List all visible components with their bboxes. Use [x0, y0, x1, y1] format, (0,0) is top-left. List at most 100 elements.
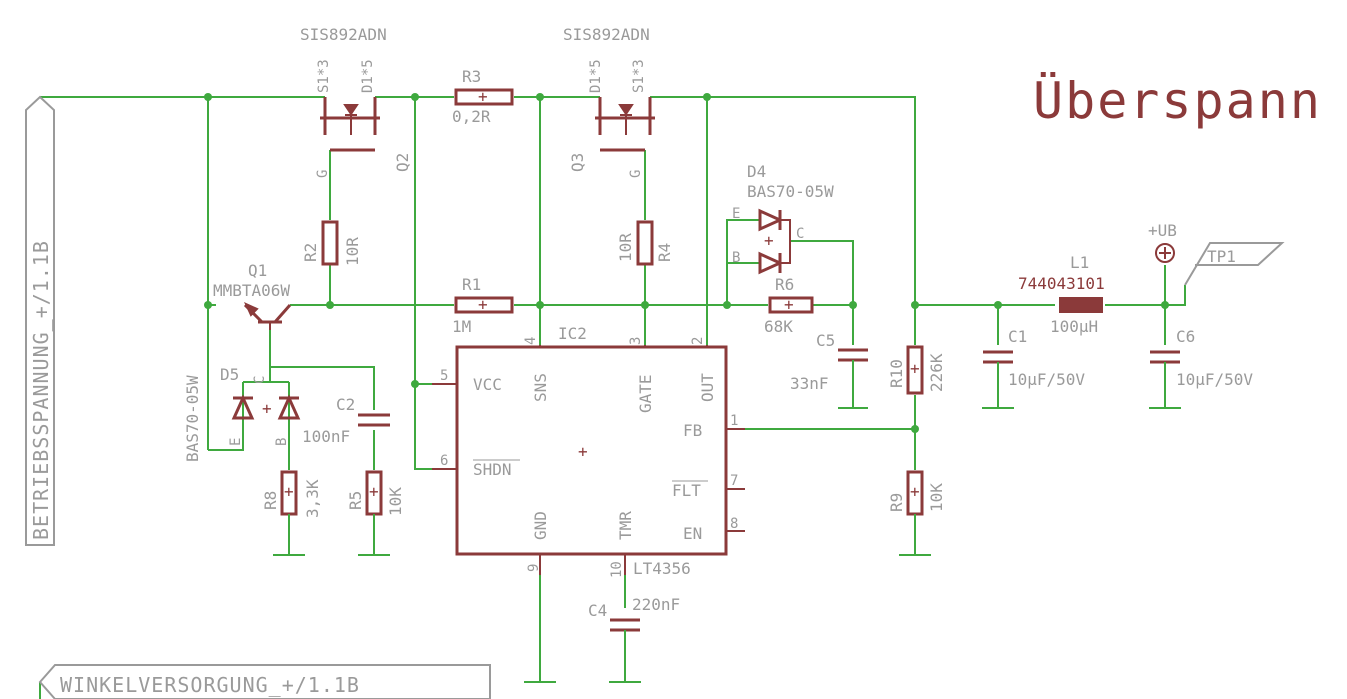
ic-lt4356: + IC2 LT4356 VCC SHDN SNS GATE OUT FB FL… [432, 324, 745, 578]
svg-text:10R: 10R [616, 233, 635, 262]
junctions [204, 93, 1169, 433]
svg-text:10µF/50V: 10µF/50V [1008, 370, 1085, 389]
resistor-r6: + R6 68K [764, 275, 814, 336]
svg-text:100µH: 100µH [1050, 317, 1098, 336]
svg-text:1M: 1M [452, 317, 471, 336]
svg-text:G: G [315, 170, 331, 178]
svg-text:TP1: TP1 [1207, 247, 1236, 266]
transistor-q1: Q1 MMBTA06W [213, 261, 292, 330]
inductor-l1: L1 744043101 100µH [1018, 253, 1105, 336]
svg-text:MMBTA06W: MMBTA06W [213, 281, 290, 300]
svg-text:68K: 68K [764, 317, 793, 336]
svg-text:B: B [732, 250, 740, 266]
svg-text:Q2: Q2 [393, 153, 412, 172]
svg-text:+: + [262, 399, 272, 418]
svg-text:TMR: TMR [616, 511, 635, 540]
wires [39, 96, 1186, 699]
svg-text:BETRIEBSSPANNUNG_+/1.1B: BETRIEBSSPANNUNG_+/1.1B [29, 240, 53, 540]
svg-text:C6: C6 [1176, 327, 1195, 346]
svg-text:E: E [228, 438, 244, 446]
svg-text:SNS: SNS [531, 373, 550, 402]
svg-text:5: 5 [440, 368, 448, 384]
capacitor-c5: C5 33nF [790, 331, 868, 409]
svg-text:D1*5: D1*5 [588, 59, 604, 93]
svg-text:3: 3 [628, 337, 644, 345]
svg-text:R6: R6 [775, 275, 794, 294]
svg-text:LT4356: LT4356 [633, 559, 691, 578]
svg-text:C1: C1 [1008, 327, 1027, 346]
svg-text:R1: R1 [462, 275, 481, 294]
capacitor-c1: C1 10µF/50V [982, 327, 1085, 409]
svg-text:IC2: IC2 [558, 324, 587, 343]
svg-text:10R: 10R [343, 237, 362, 266]
test-point-tp1: TP1 [1184, 242, 1285, 286]
svg-text:D1*5: D1*5 [360, 59, 376, 93]
svg-text:Q3: Q3 [568, 153, 587, 172]
svg-text:D4: D4 [747, 162, 766, 181]
resistor-r8: + R8 3,3K [261, 470, 322, 556]
svg-text:744043101: 744043101 [1018, 274, 1105, 293]
svg-text:3,3K: 3,3K [303, 479, 322, 518]
svg-text:+: + [369, 482, 379, 501]
page-title: Überspann [1033, 72, 1322, 130]
svg-text:E: E [732, 206, 740, 222]
svg-text:10K: 10K [386, 487, 405, 516]
supply-net-label: BETRIEBSSPANNUNG_+/1.1B [25, 95, 55, 546]
resistor-r2: R2 10R [301, 220, 362, 266]
supply-symbol-ub: +UB [1148, 221, 1177, 263]
svg-text:+: + [478, 87, 488, 106]
svg-text:R5: R5 [346, 491, 365, 510]
svg-text:C: C [252, 376, 268, 384]
svg-text:+: + [578, 442, 588, 461]
svg-text:10K: 10K [927, 483, 946, 512]
svg-text:S1*3: S1*3 [316, 59, 332, 93]
svg-text:R10: R10 [887, 359, 906, 388]
svg-text:EN: EN [683, 524, 702, 543]
svg-text:C4: C4 [588, 601, 607, 620]
svg-text:+UB: +UB [1148, 221, 1177, 240]
winkel-net-label: WINKELVERSORGUNG_+/1.1B [38, 664, 491, 699]
svg-text:GATE: GATE [636, 374, 655, 413]
svg-text:GND: GND [531, 511, 550, 540]
resistor-r5: + R5 10K [346, 470, 405, 556]
svg-text:FB: FB [683, 421, 702, 440]
svg-text:220nF: 220nF [632, 595, 680, 614]
svg-text:VCC: VCC [473, 375, 502, 394]
svg-text:R9: R9 [887, 493, 906, 512]
svg-text:S1*3: S1*3 [631, 59, 647, 93]
svg-text:0,2R: 0,2R [452, 107, 491, 126]
capacitor-c2: C2 100nF [302, 395, 390, 446]
capacitor-c6: C6 10µF/50V [1149, 327, 1253, 409]
svg-text:100nF: 100nF [302, 427, 350, 446]
svg-text:BAS70-05W: BAS70-05W [747, 182, 834, 201]
svg-text:C5: C5 [816, 331, 835, 350]
svg-text:+: + [910, 482, 920, 501]
svg-text:9: 9 [526, 564, 542, 572]
diode-d4: D4 BAS70-05W E B C + [732, 162, 834, 275]
svg-text:7: 7 [730, 473, 738, 489]
svg-text:+: + [910, 359, 920, 378]
svg-text:8: 8 [730, 516, 738, 532]
svg-text:Q1: Q1 [248, 261, 267, 280]
svg-text:6: 6 [440, 453, 448, 469]
svg-text:SIS892ADN: SIS892ADN [563, 25, 650, 44]
svg-text:+: + [764, 231, 774, 250]
svg-text:D5: D5 [220, 365, 239, 384]
svg-text:+: + [284, 482, 294, 501]
svg-text:1: 1 [730, 413, 738, 429]
svg-text:C2: C2 [336, 395, 355, 414]
svg-text:+: + [784, 295, 794, 314]
svg-text:G: G [628, 170, 644, 178]
capacitor-c4: C4 220nF [588, 595, 680, 683]
svg-text:WINKELVERSORGUNG_+/1.1B: WINKELVERSORGUNG_+/1.1B [60, 673, 360, 697]
svg-text:4: 4 [523, 337, 539, 345]
svg-text:B: B [274, 438, 290, 446]
svg-text:BAS70-05W: BAS70-05W [183, 375, 202, 462]
svg-text:33nF: 33nF [790, 374, 829, 393]
svg-text:R2: R2 [301, 243, 320, 262]
mosfet-q3: SIS892ADN D1*5 S1*3 Q3 G [563, 25, 655, 178]
resistor-r3: + R3 0,2R [452, 67, 514, 126]
svg-text:+: + [478, 295, 488, 314]
resistor-r4: 10R R4 [616, 220, 674, 266]
